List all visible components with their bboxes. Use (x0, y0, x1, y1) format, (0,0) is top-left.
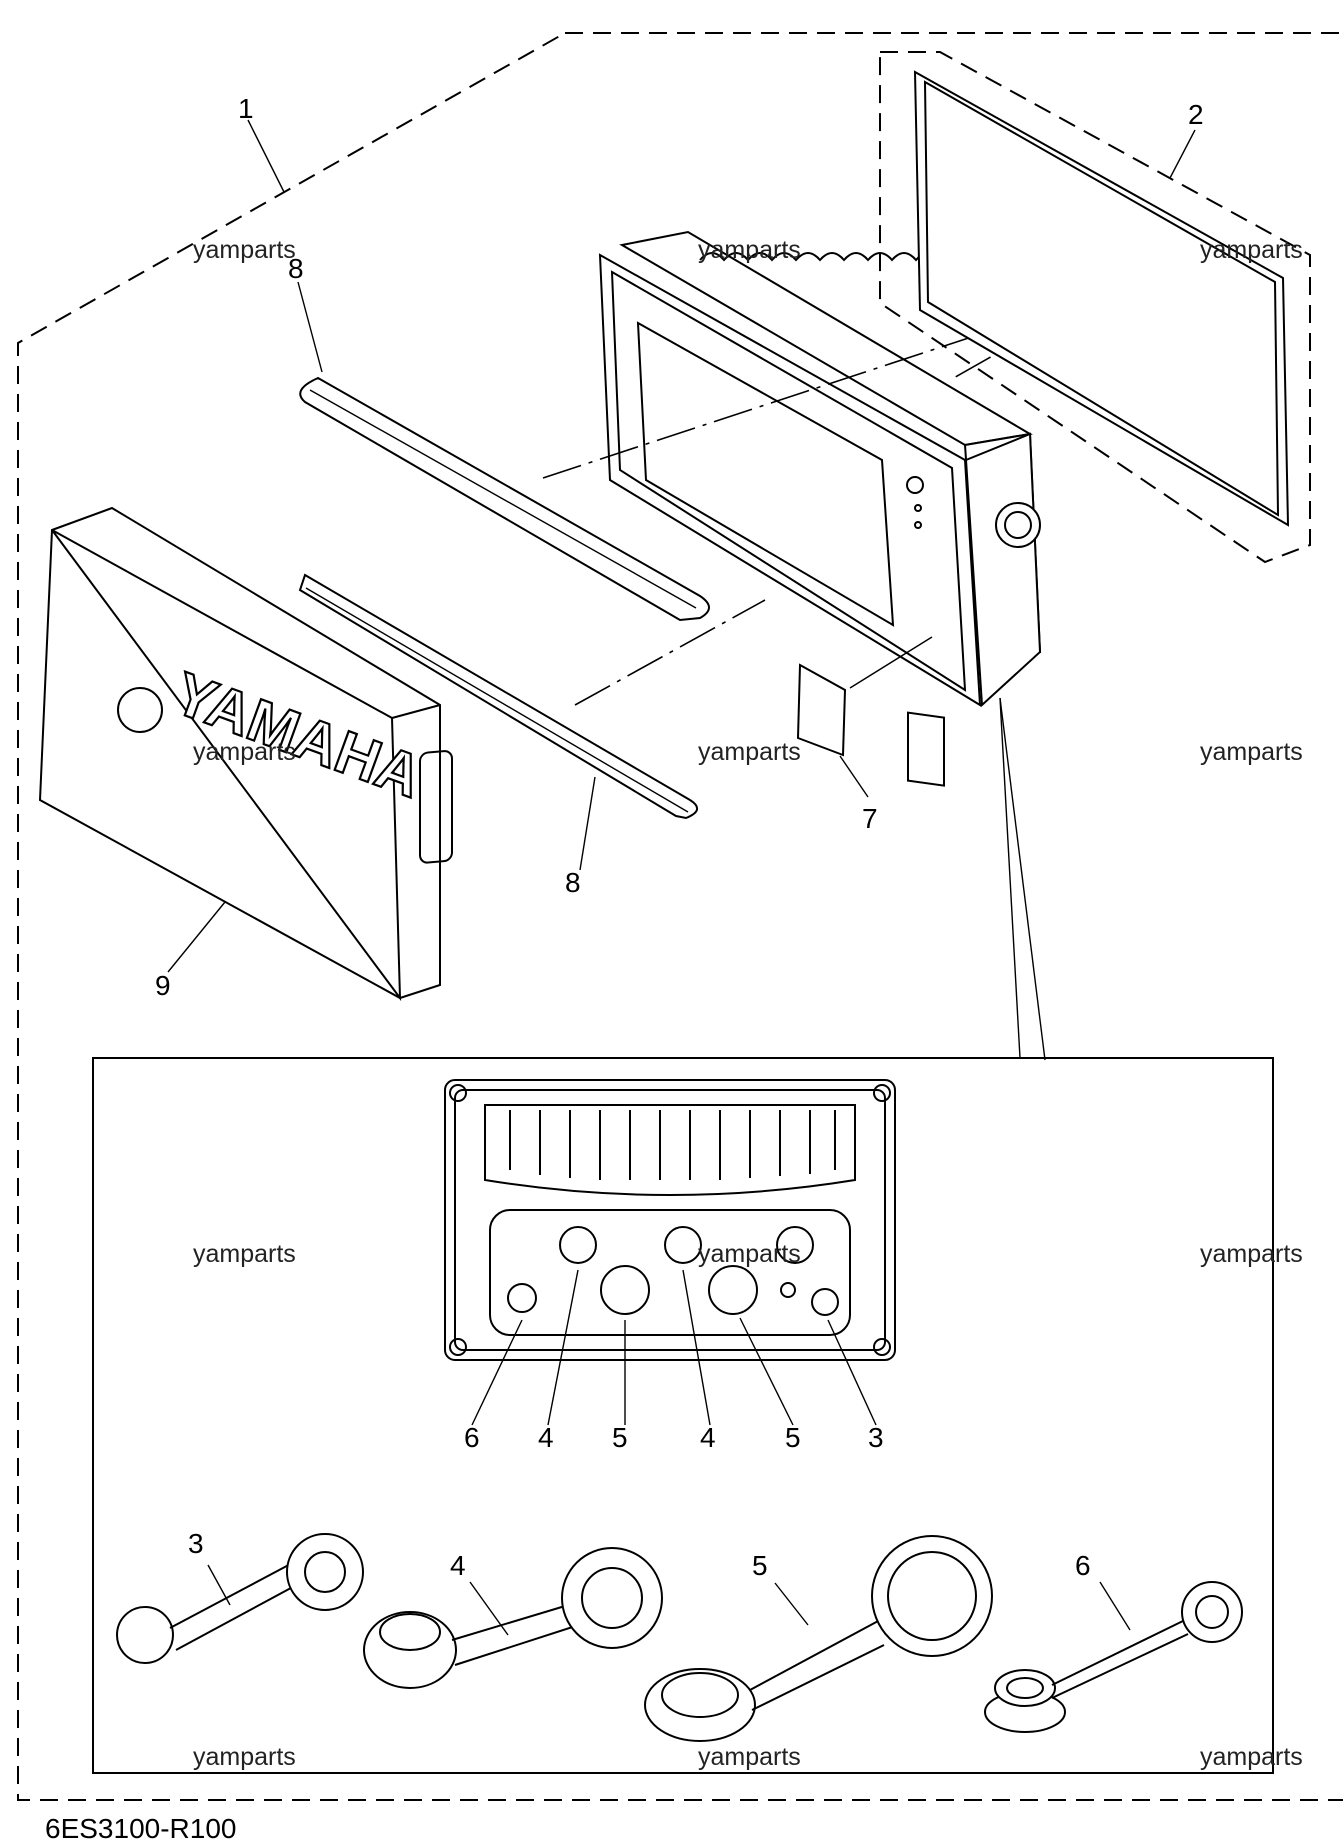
watermark: yamparts (193, 1240, 296, 1268)
screen-protector (913, 70, 1290, 527)
leader-r6 (471, 1319, 523, 1426)
watermark: yamparts (698, 236, 801, 264)
callout-rear-4b: 4 (700, 1422, 716, 1453)
display-unit (598, 230, 1042, 787)
item-2-outline (879, 51, 1311, 564)
sun-cover: YAMAHA (38, 506, 453, 1002)
detail-leader-right (999, 697, 1046, 1061)
cap-4 (363, 1547, 663, 1689)
callout-8-lower: 8 (565, 867, 581, 898)
callout-2: 2 (1188, 99, 1204, 130)
detail-leader-left (999, 697, 1021, 1059)
watermark: yamparts (193, 738, 296, 766)
drawing-code: 6ES3100-R100 (45, 1813, 236, 1844)
leader-r5b (739, 1317, 794, 1426)
leader-p6 (1099, 1581, 1131, 1631)
cap-5 (644, 1535, 993, 1742)
cap-6 (984, 1581, 1243, 1733)
leader-sd (849, 636, 933, 689)
leader-r4a (547, 1269, 579, 1426)
callout-rear-3: 3 (868, 1422, 884, 1453)
leader-7 (839, 755, 869, 798)
watermark: yamparts (1200, 236, 1303, 264)
cap-3 (116, 1533, 364, 1664)
leader-8b (579, 776, 596, 871)
callout-part-5: 5 (752, 1550, 768, 1581)
watermark: yamparts (193, 1743, 296, 1771)
leader-1 (247, 119, 285, 193)
callout-part-6: 6 (1075, 1550, 1091, 1581)
callout-part-4: 4 (450, 1550, 466, 1581)
callout-9: 9 (155, 970, 171, 1001)
leader-r4b (682, 1269, 711, 1426)
callout-rear-5b: 5 (785, 1422, 801, 1453)
leader-p5 (774, 1582, 809, 1626)
centerline-2 (574, 599, 766, 706)
leader-r3 (827, 1319, 877, 1426)
callout-rear-4a: 4 (538, 1422, 554, 1453)
callout-rear-5a: 5 (612, 1422, 628, 1453)
kit-outline (17, 32, 1343, 1801)
leader-p3 (207, 1564, 231, 1606)
leader-p4 (469, 1581, 509, 1636)
watermark: yamparts (193, 236, 296, 264)
callout-7: 7 (862, 803, 878, 834)
callout-1: 1 (238, 93, 254, 124)
callout-8-upper: 8 (288, 253, 304, 284)
sd-card (796, 663, 847, 757)
leader-2 (1169, 129, 1196, 179)
watermark: yamparts (1200, 1743, 1303, 1771)
rear-view (444, 1079, 896, 1361)
callout-part-3: 3 (188, 1528, 204, 1559)
callout-rear-6: 6 (464, 1422, 480, 1453)
watermark: yamparts (1200, 738, 1303, 766)
trim-strip-lower (298, 573, 698, 820)
watermark: yamparts (698, 1743, 801, 1771)
detail-panel (92, 1057, 1274, 1774)
watermark: yamparts (1200, 1240, 1303, 1268)
watermark: yamparts (698, 738, 801, 766)
trim-strip-upper (299, 376, 710, 622)
leader-8a (297, 281, 323, 373)
leader-9 (167, 901, 226, 973)
watermark: yamparts (698, 1240, 801, 1268)
centerline-1 (542, 297, 1091, 479)
